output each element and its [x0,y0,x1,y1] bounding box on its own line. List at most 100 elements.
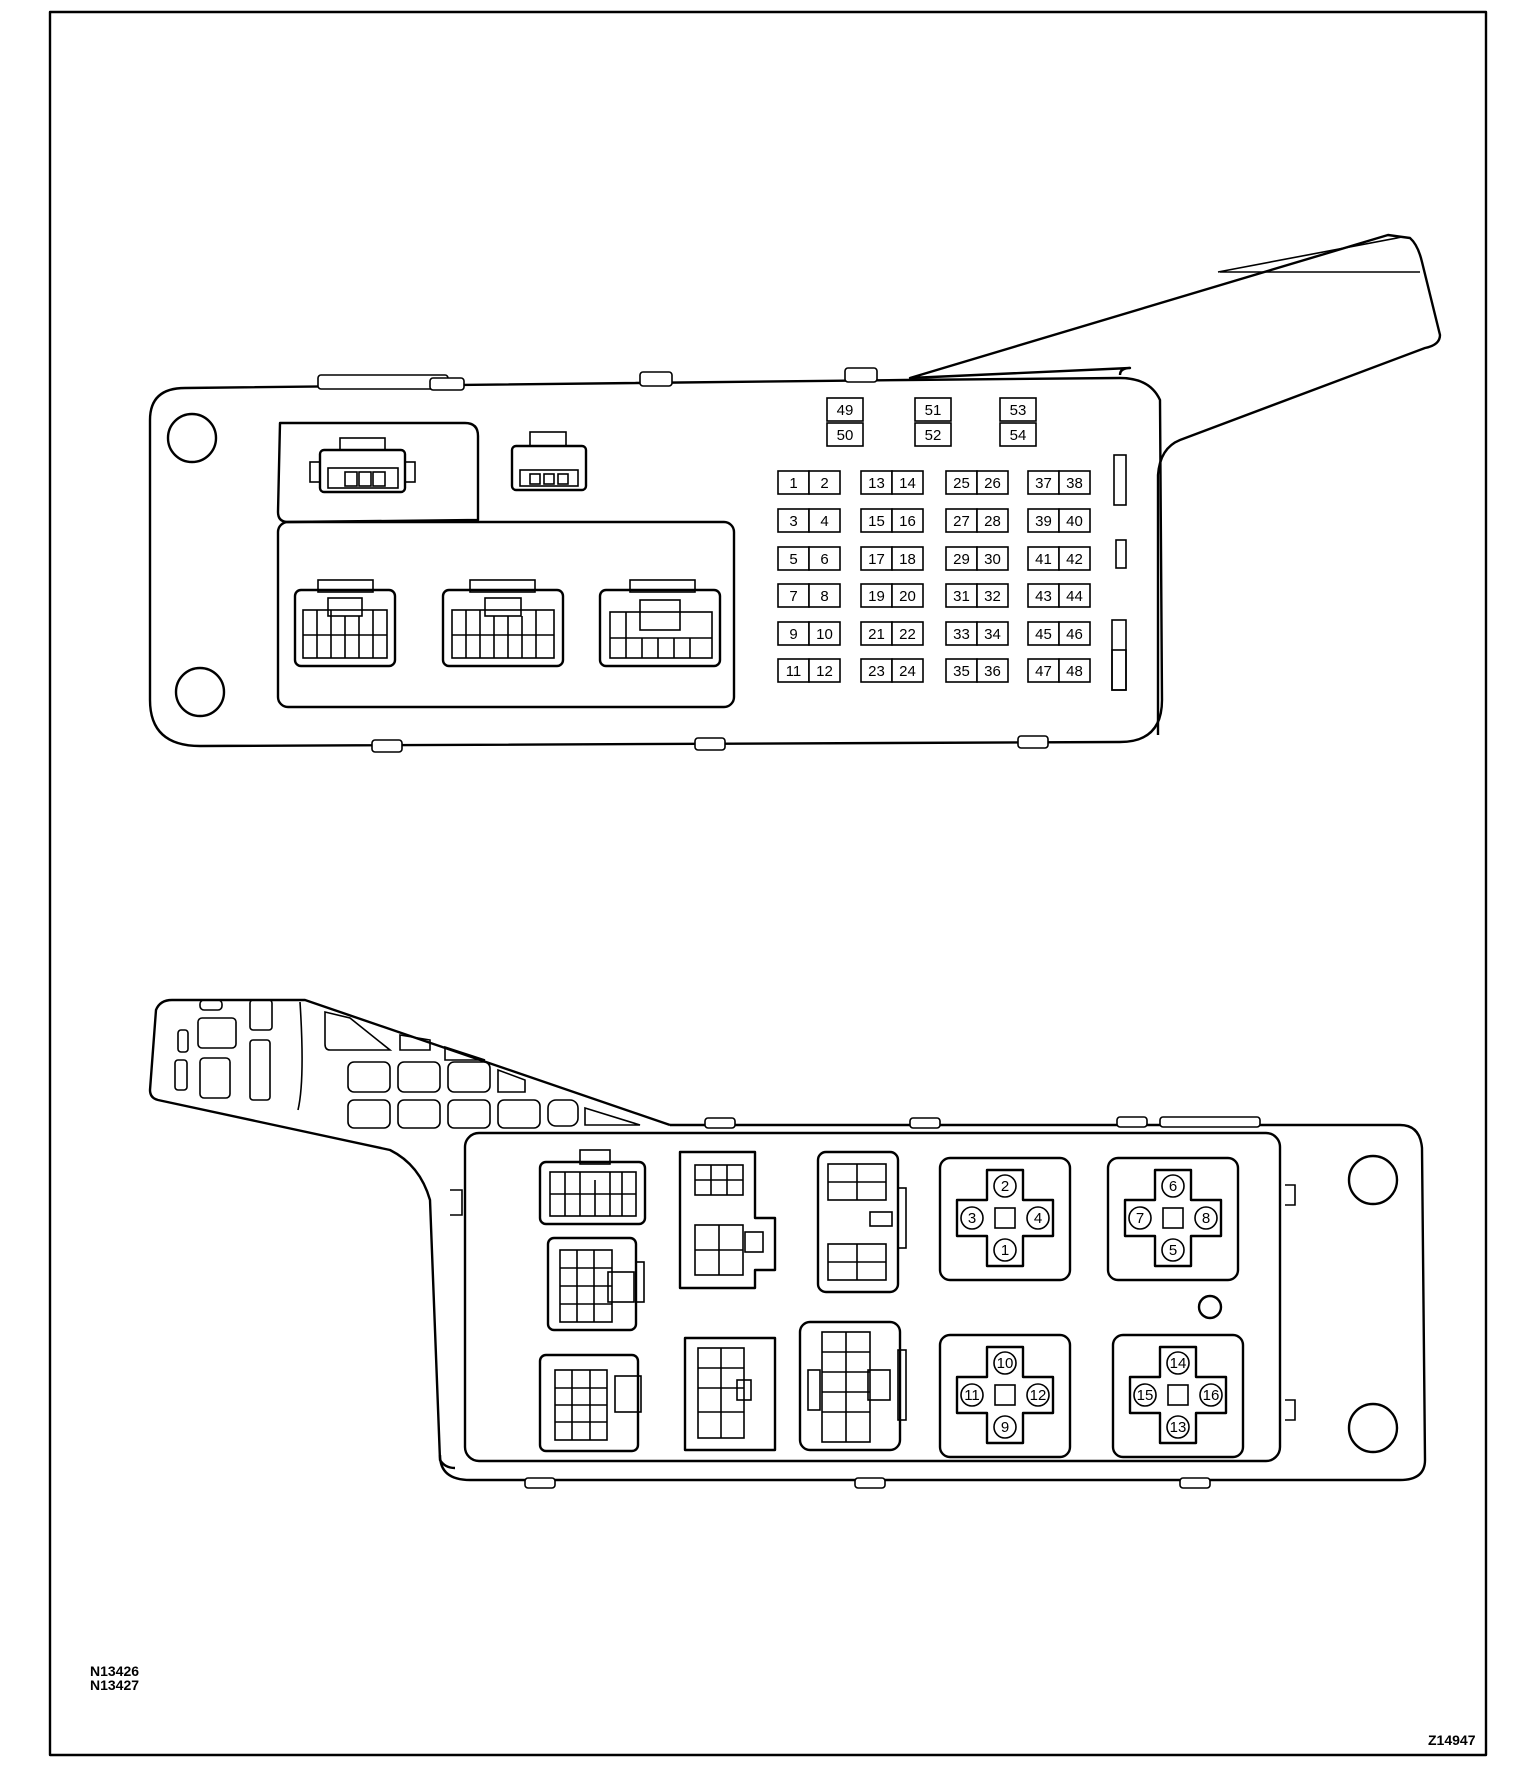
terminal-circle [1161,1238,1185,1262]
fuse-slot: 7 [777,583,810,608]
terminal-circle [993,1238,1017,1262]
fuse-number: 53 [1010,402,1027,419]
fuse-number: 26 [984,475,1001,492]
fuse-slot: 50 [826,422,864,447]
fuse-slot-box [808,621,841,646]
fuse-number: 48 [1066,663,1083,680]
mounting-hole [166,412,218,464]
fuse-slot-box [999,397,1037,422]
fuse-slot-box [914,422,952,447]
fuse-slot-box [826,422,864,447]
fuse-number: 28 [984,513,1001,530]
fuse-slot-box [808,546,841,571]
fuse-slot: 21 [860,621,893,646]
fuse-number: 42 [1066,551,1083,568]
fuse-slot: 53 [999,397,1037,422]
terminal-number: 13 [1170,1419,1187,1436]
fuse-number: 15 [868,513,885,530]
fuse-slot: 14 [891,470,924,495]
fuse-slot: 39 [1027,508,1060,533]
lower-block-arm [148,998,456,1470]
fuse-number: 37 [1035,475,1052,492]
fuse-number: 36 [984,663,1001,680]
terminal-number: 6 [1169,1178,1177,1195]
terminal-number: 15 [1137,1387,1154,1404]
fuse-slot: 46 [1058,621,1091,646]
connector-j [816,1150,907,1294]
terminal-number: 11 [964,1387,980,1404]
relay-outline [938,1156,1072,1282]
terminal-circle [1026,1383,1050,1407]
relay-terminal: 13 [1166,1415,1190,1439]
fuse-slot: 16 [891,508,924,533]
fuse-number: 30 [984,551,1001,568]
terminal-circle [1166,1351,1190,1375]
fuse-number: 29 [953,551,970,568]
fuse-slot-box [976,546,1009,571]
terminal-circle [960,1383,984,1407]
lower-inner-panel [463,1131,1282,1463]
fuse-number: 54 [1010,427,1027,444]
relay-outline [1106,1156,1240,1282]
terminal-circle [1166,1415,1190,1439]
fuse-slot-box [999,422,1037,447]
figure-code-2: N13427 [90,1677,139,1693]
connector-panel-upper [276,421,480,524]
connector-c [293,579,397,668]
fuse-slot: 27 [945,508,978,533]
connector-f [538,1149,647,1226]
relay-terminal: 2 [993,1174,1017,1198]
fuse-slot-box [1058,546,1091,571]
relay-terminal: 5 [1161,1238,1185,1262]
relay-cross [1123,1168,1223,1268]
fuse-slot: 4 [808,508,841,533]
fuse-number: 31 [953,588,970,605]
relay-cross [955,1345,1055,1445]
fuse-slot: 40 [1058,508,1091,533]
terminal-number: 14 [1170,1355,1187,1372]
connector-g [546,1236,645,1332]
connector-e [598,579,722,668]
fuse-slot-box [976,583,1009,608]
connector-l [798,1320,907,1452]
fuse-number: 23 [868,663,885,680]
relay-terminal: 8 [1194,1206,1218,1230]
fuse-slot-box [891,583,924,608]
fuse-number: 20 [899,588,916,605]
fuse-number: 51 [925,402,942,419]
fuse-number: 39 [1035,513,1052,530]
fuse-slot: 35 [945,658,978,683]
fuse-number: 50 [837,427,854,444]
connector-a [309,437,416,494]
fuse-slot: 6 [808,546,841,571]
relay-terminal: 4 [1026,1206,1050,1230]
fuse-number: 47 [1035,663,1052,680]
fuse-slot-box [1058,508,1091,533]
relay-terminal: 11 [960,1383,984,1407]
terminal-number: 3 [968,1210,976,1227]
fuse-slot-box [891,621,924,646]
fuse-slot-box [808,583,841,608]
fuse-slot: 54 [999,422,1037,447]
fuse-slot: 47 [1027,658,1060,683]
fuse-number: 7 [789,588,797,605]
relay-terminal: 14 [1166,1351,1190,1375]
terminal-circle [1128,1206,1152,1230]
relay-cross [955,1168,1055,1268]
relay-terminal: 12 [1026,1383,1050,1407]
relay-terminal: 10 [993,1351,1017,1375]
fuse-slot: 52 [914,422,952,447]
relay-cross [1128,1345,1228,1445]
fuse-number: 17 [868,551,885,568]
terminal-circle [1133,1383,1157,1407]
fuse-number: 44 [1066,588,1083,605]
connector-panel-lower [276,520,736,709]
mounting-hole [1347,1402,1399,1454]
fuse-slot: 13 [860,470,893,495]
fuse-number: 25 [953,475,970,492]
